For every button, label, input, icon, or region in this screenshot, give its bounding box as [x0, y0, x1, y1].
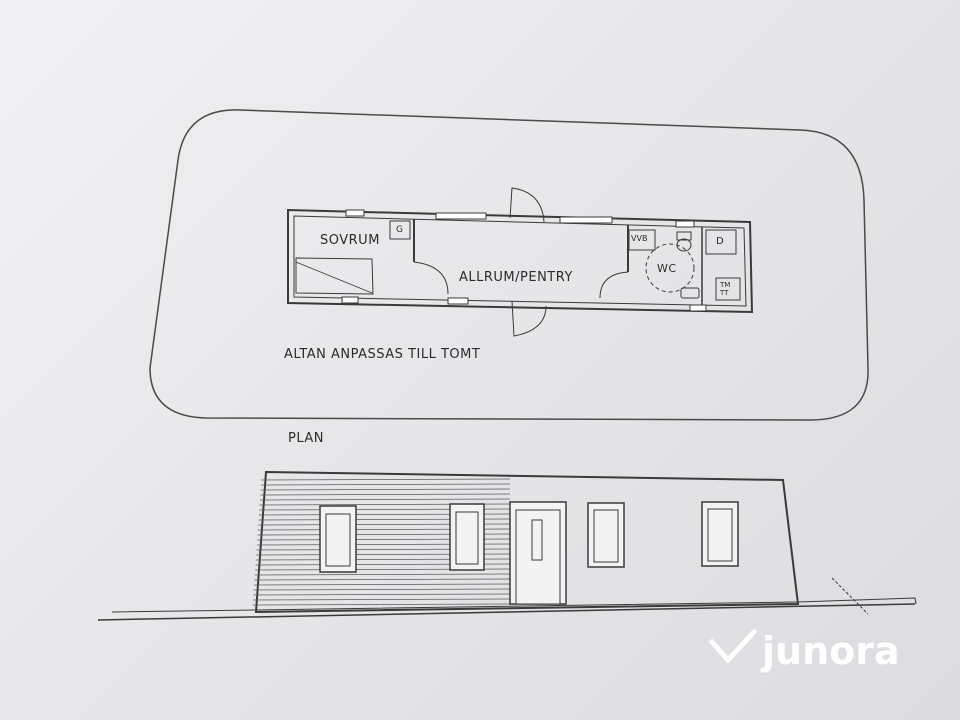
cladding-line: [254, 578, 511, 581]
annotation-arrow: [831, 577, 869, 615]
elevation-window: [319, 505, 357, 573]
note-plan: PLAN: [288, 431, 324, 446]
note-altan: ALTAN ANPASSAS TILL TOMT: [284, 347, 481, 362]
cladding-line: [260, 498, 511, 501]
plan-window: [341, 296, 359, 304]
room-label-allrum: ALLRUM/PENTRY: [459, 270, 573, 285]
plan-window: [689, 304, 707, 312]
symbol-tm: TM: [720, 281, 731, 289]
deck-outline: [149, 109, 869, 421]
door-swing-bottom: [511, 300, 547, 337]
cladding-line: [261, 483, 511, 486]
inner-wall-line: [293, 215, 747, 307]
d-box: [705, 229, 737, 255]
watermark-brand-text: junora: [762, 628, 900, 673]
door-swing-top: [509, 187, 545, 223]
bed-diagonal: [295, 261, 373, 294]
sink: [680, 287, 700, 299]
symbol-tm-tt: TM TT: [720, 281, 730, 297]
cladding-line: [253, 588, 511, 591]
elevation-window: [587, 502, 625, 568]
elevation-window: [449, 503, 485, 571]
door-swing-wc: [599, 271, 629, 299]
plan-windows: [341, 209, 707, 312]
g-box: [389, 220, 411, 240]
elevation-door: [509, 501, 567, 605]
room-label-wc: WC: [657, 262, 677, 275]
plan-window: [345, 209, 365, 217]
symbol-vvb: VVB: [631, 234, 648, 243]
plan-window: [675, 220, 695, 228]
door-swing-sovrum: [413, 261, 449, 295]
toilet-bowl: [676, 238, 692, 252]
plan-window: [435, 212, 487, 220]
cladding-line: [253, 598, 511, 601]
plan-window: [559, 216, 613, 224]
checkmark-icon: [708, 628, 758, 673]
cladding-line: [254, 583, 511, 586]
symbol-tt: TT: [720, 289, 729, 297]
tm-tt-box: [715, 277, 741, 301]
toilet-tank: [676, 231, 692, 241]
plan-window: [447, 297, 469, 305]
symbol-g: G: [396, 225, 404, 235]
cladding-line: [253, 593, 511, 596]
ground-line: [97, 603, 916, 621]
watermark: junora: [708, 628, 900, 673]
symbol-d: D: [716, 236, 725, 247]
cladding-line: [260, 493, 511, 496]
wc-turning-circle: [645, 243, 695, 293]
room-label-sovrum: SOVRUM: [320, 233, 380, 248]
bed: [295, 257, 374, 295]
cladding-line: [261, 478, 511, 481]
elevation-window: [701, 501, 739, 567]
cladding-line: [252, 603, 511, 606]
cladding-line: [254, 573, 511, 576]
vvb-box: [628, 229, 656, 251]
cladding-line: [260, 488, 511, 491]
elevation-windows: [319, 501, 739, 573]
